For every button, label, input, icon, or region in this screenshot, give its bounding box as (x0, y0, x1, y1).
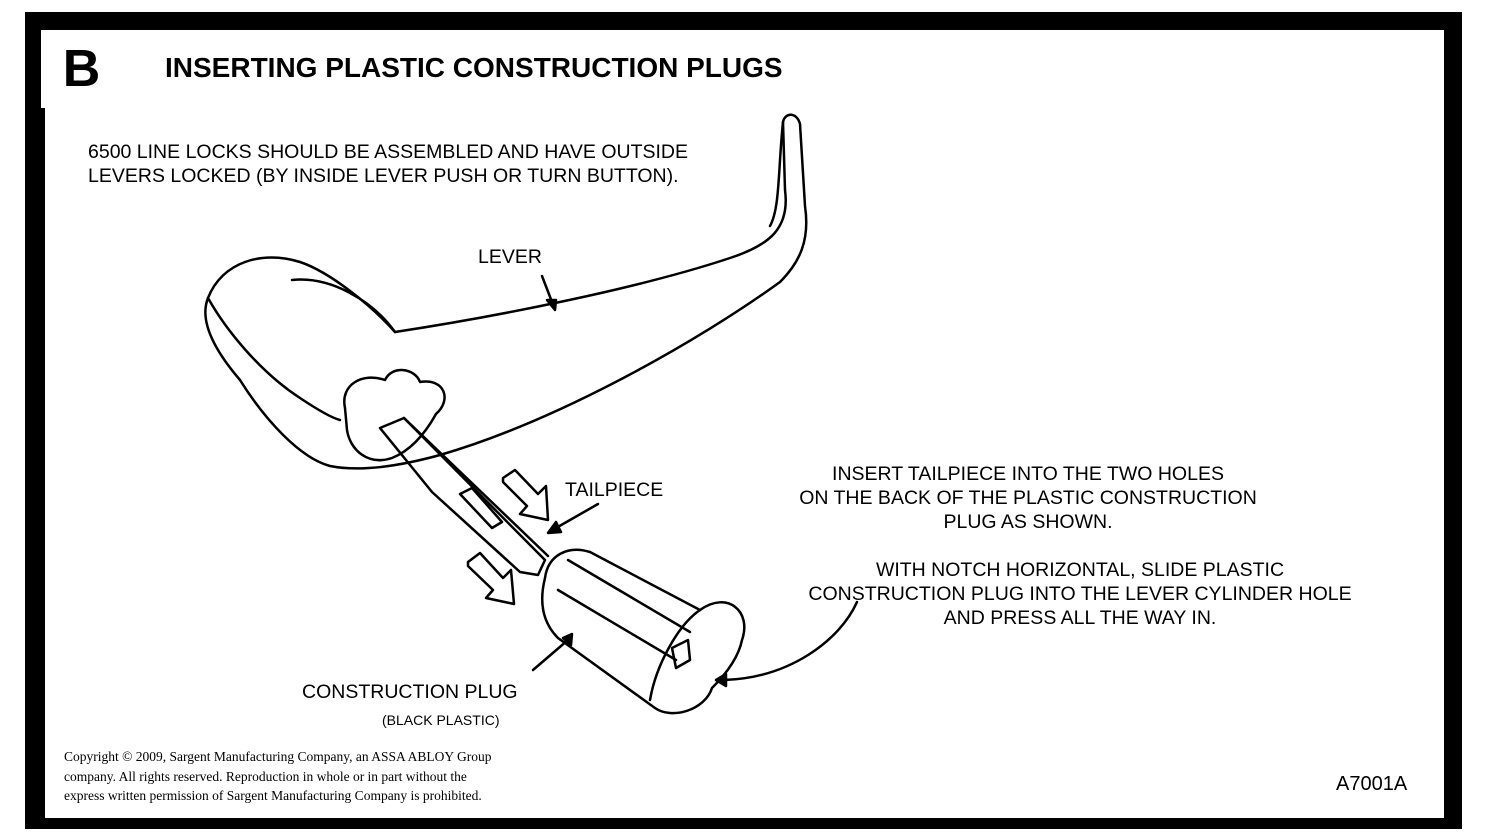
instruction-leader (722, 600, 859, 682)
step1-line-1: INSERT TAILPIECE INTO THE TWO HOLES (832, 463, 1224, 485)
lever-top-edge (290, 278, 397, 334)
direction-arrow-2 (466, 551, 516, 606)
step2-line-3: AND PRESS ALL THE WAY IN. (943, 607, 1217, 629)
step2-line-1: WITH NOTCH HORIZONTAL, SLIDE PLASTIC (875, 559, 1285, 581)
direction-arrow-1 (501, 468, 550, 522)
step1-line-2: ON THE BACK OF THE PLASTIC CONSTRUCTION (799, 487, 1257, 509)
lever-hub-edge (206, 296, 342, 422)
plug-rib-1 (566, 558, 692, 634)
intro-line-1: 6500 LINE LOCKS SHOULD BE ASSEMBLED AND … (88, 141, 689, 163)
plug-notch (670, 638, 692, 670)
diagram-panel (45, 30, 1444, 818)
construction-plug-label: CONSTRUCTION PLUG (302, 681, 518, 703)
tailpiece-slot (458, 486, 504, 530)
lever-label: LEVER (478, 246, 542, 268)
intro-text: 6500 LINE LOCKS SHOULD BE ASSEMBLED AND … (88, 140, 688, 188)
construction-plug-note: (BLACK PLASTIC) (382, 712, 500, 728)
plug-leader (531, 638, 570, 672)
tailpiece-edge (402, 416, 550, 558)
instruction-step-1: INSERT TAILPIECE INTO THE TWO HOLES ON T… (778, 462, 1278, 534)
section-letter: B (41, 30, 122, 108)
construction-plug-face (648, 608, 702, 702)
tailpiece-leader (554, 502, 600, 530)
lever-leader (540, 274, 554, 304)
step1-line-3: PLUG AS SHOWN. (943, 511, 1113, 533)
copyright-line-1: Copyright © 2009, Sargent Manufacturing … (64, 749, 492, 764)
lever-body-outline (204, 113, 808, 470)
plug-rib-2 (556, 588, 678, 662)
cylinder-hole (343, 368, 446, 462)
figure-code: A7001A (1336, 773, 1408, 795)
copyright-notice: Copyright © 2009, Sargent Manufacturing … (64, 747, 492, 806)
lever-leader-head (545, 298, 558, 312)
step2-line-2: CONSTRUCTION PLUG INTO THE LEVER CYLINDE… (808, 583, 1352, 605)
lever-inner-rim (768, 120, 785, 228)
instruction-leader-head (714, 672, 728, 688)
intro-line-2: LEVERS LOCKED (BY INSIDE LEVER PUSH OR T… (88, 165, 679, 187)
construction-plug-body (540, 548, 746, 715)
plug-leader-head (561, 632, 574, 647)
tailpiece-leader-head (546, 520, 563, 535)
copyright-line-3: express written permission of Sargent Ma… (64, 788, 482, 803)
page-title: INSERTING PLASTIC CONSTRUCTION PLUGS (165, 52, 783, 83)
copyright-line-2: company. All rights reserved. Reproducti… (64, 768, 467, 784)
tailpiece-label: TAILPIECE (565, 479, 664, 501)
instruction-step-2: WITH NOTCH HORIZONTAL, SLIDE PLASTIC CON… (780, 558, 1380, 630)
